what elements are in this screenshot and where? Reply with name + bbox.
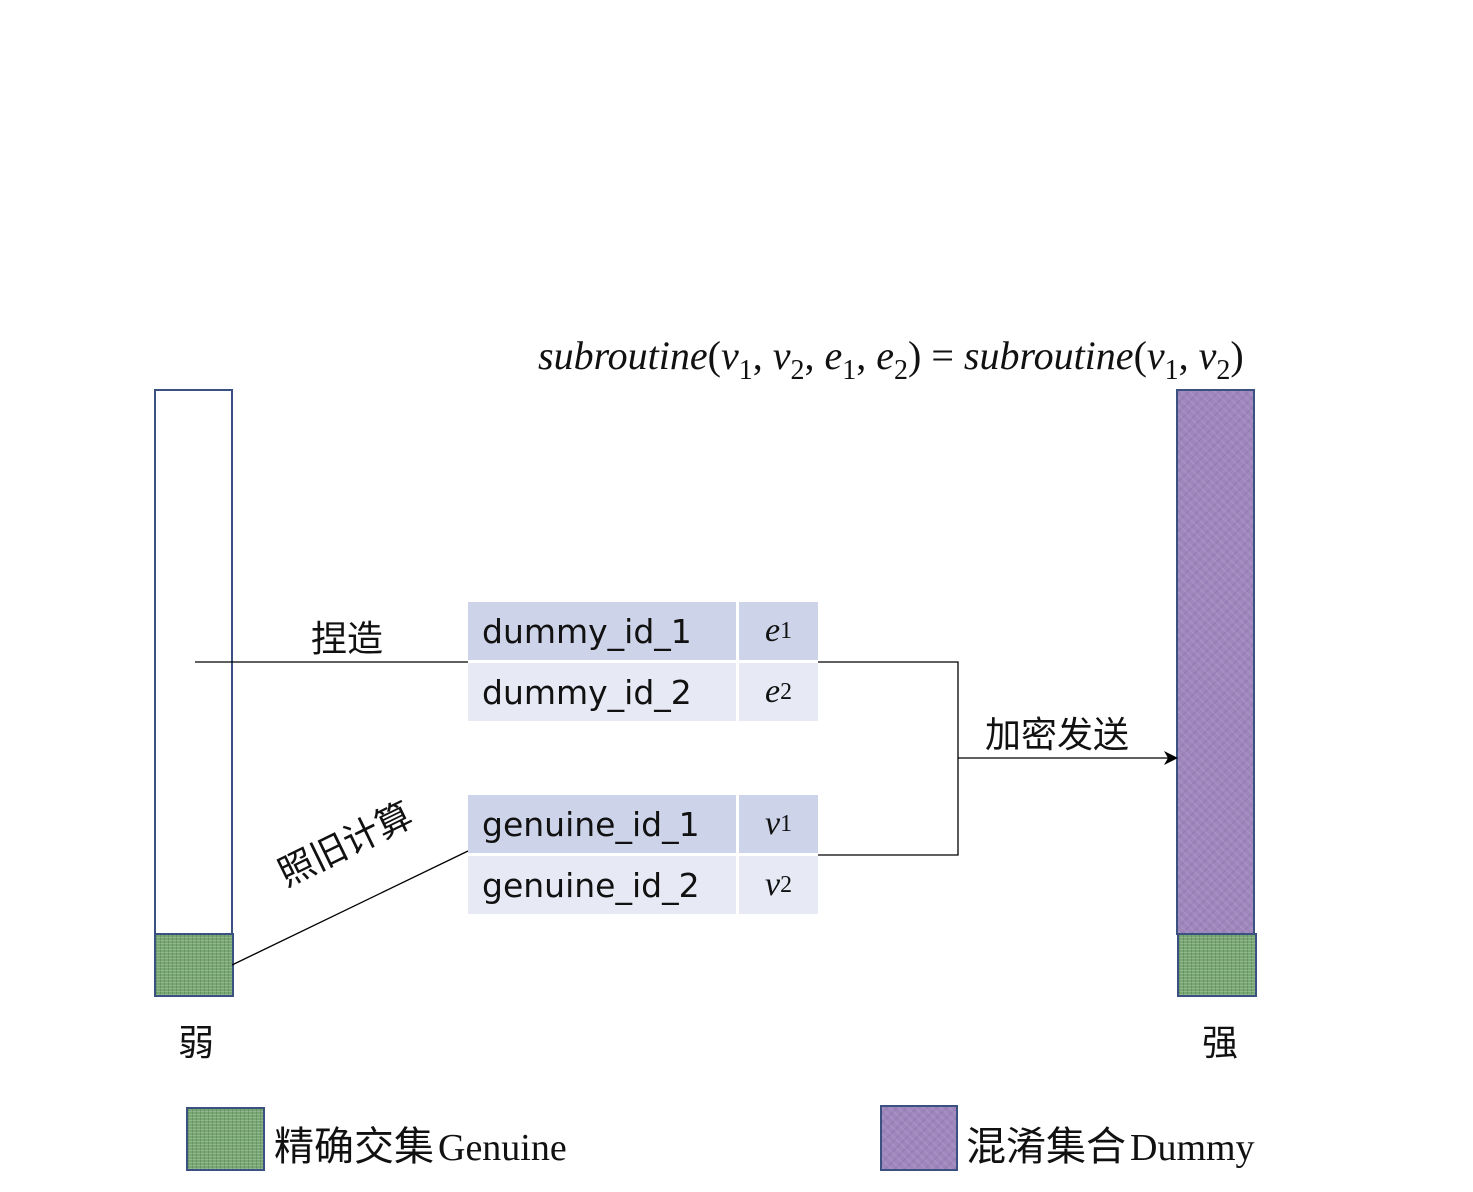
genuine-row-1-id: genuine_id_1 [468,795,736,853]
dummy-to-merge-line [818,661,959,856]
legend-genuine-cn: 精确交集 [274,1124,434,1170]
formula-lhs-fn: subroutine [538,333,708,378]
legend-genuine-label: 精确交集 Genuine [274,1114,567,1172]
left-bar-genuine-segment [154,933,234,997]
genuine-row-2-id: genuine_id_2 [468,856,736,914]
legend-dummy-swatch [880,1105,958,1171]
legend-genuine-swatch [186,1107,265,1171]
right-bar-dummy-segment [1176,389,1255,935]
legend-dummy-en: Dummy [1130,1127,1255,1169]
formula-rhs-fn: subroutine [963,333,1134,378]
dummy-row-2-id: dummy_id_2 [468,663,736,721]
right-bar-label: 强 [1202,1023,1239,1064]
subroutine-formula: subroutine(v1, v2, e1, e2) = subroutine(… [538,333,1244,386]
legend-dummy-cn: 混淆集合 [966,1124,1126,1170]
fabricate-label: 捏造 [311,619,384,660]
right-bar-genuine-segment [1177,933,1257,997]
dummy-row-1-id: dummy_id_1 [468,602,736,660]
left-bar-label: 弱 [178,1023,215,1064]
legend-genuine-en: Genuine [438,1127,567,1169]
compute-line [231,850,469,966]
formula-equals: = [931,333,954,378]
encrypt-send-label: 加密发送 [985,715,1130,756]
legend-dummy-label: 混淆集合 Dummy [966,1114,1255,1172]
